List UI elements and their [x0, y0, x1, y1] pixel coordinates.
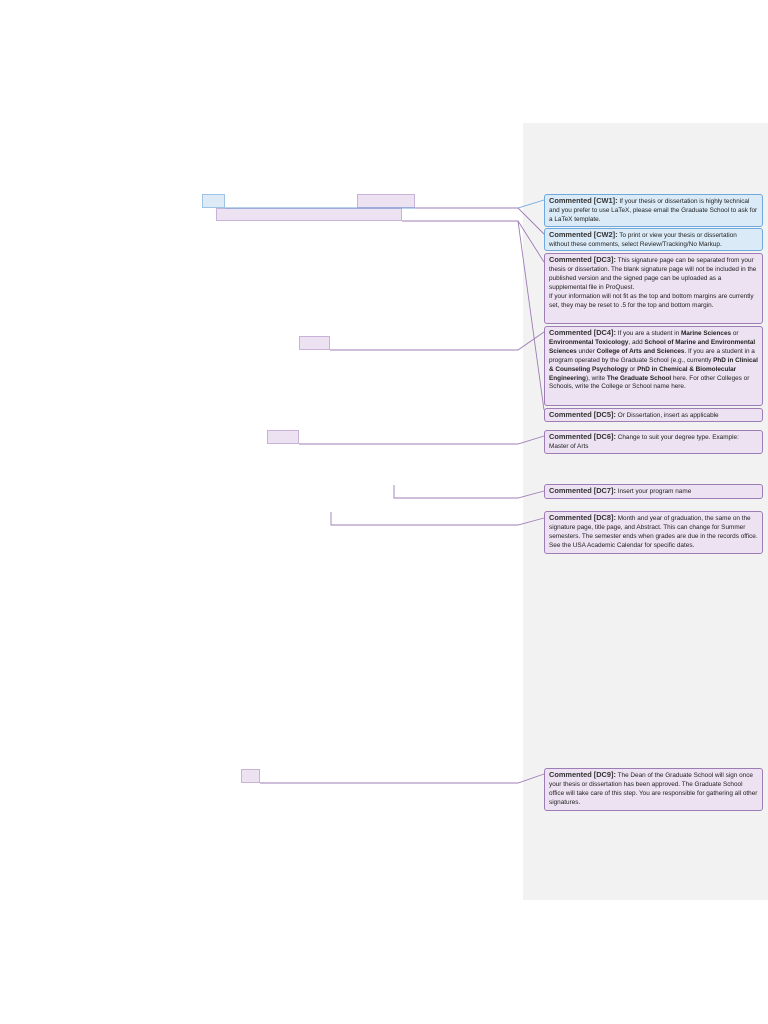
comment-emphasis: The Graduate School	[606, 374, 672, 382]
comment-text: here. For other Colleges or Schools, wri…	[549, 374, 750, 391]
comment-balloon-dc9[interactable]: Commented [DC9]: The Dean of the Graduat…	[544, 768, 763, 811]
comment-emphasis: PhD in Clinical & Counseling Psychology	[549, 356, 758, 373]
comment-emphasis: PhD in Chemical & Biomolecular Engineeri…	[549, 365, 737, 382]
comment-anchor-dc4[interactable]	[299, 336, 330, 350]
comment-balloon-dc7[interactable]: Commented [DC7]: Insert your program nam…	[544, 484, 763, 499]
comment-text: Insert your program name	[617, 488, 692, 495]
comment-emphasis: College of Arts and Sciences	[596, 347, 685, 355]
comment-text: ), write	[585, 374, 606, 382]
connector-dc6	[299, 435, 545, 445]
comment-balloon-dc8[interactable]: Commented [DC8]: Month and year of gradu…	[544, 511, 763, 554]
comment-text: or	[629, 365, 636, 373]
comment-text: The Dean of the Graduate School will sig…	[549, 772, 758, 806]
comment-label: Commented [CW1]:	[549, 196, 618, 205]
comment-label: Commented [CW2]:	[549, 230, 618, 239]
comment-balloon-dc4[interactable]: Commented [DC4]: If you are a student in…	[544, 326, 763, 406]
comment-text: To print or view your thesis or disserta…	[549, 232, 737, 248]
connector-dc5	[402, 220, 545, 411]
comment-anchor-dc9[interactable]	[241, 769, 260, 783]
comment-text: If your thesis or dissertation is highly…	[549, 198, 758, 223]
comment-emphasis: Marine Sciences	[680, 330, 732, 337]
connector-dc9	[260, 773, 545, 784]
comment-balloon-dc5[interactable]: Commented [DC5]: Or Dissertation, insert…	[544, 408, 763, 422]
comment-text: This signature page can be separated fro…	[549, 257, 757, 291]
connector-cw1	[225, 199, 545, 209]
comment-text: If you are a student in	[617, 330, 680, 337]
connector-cw2	[415, 207, 545, 235]
comment-text: Or Dissertation, insert as applicable	[617, 412, 719, 419]
comment-balloon-dc3[interactable]: Commented [DC3]: This signature page can…	[544, 253, 763, 324]
comment-text: under	[578, 347, 595, 355]
comment-label: Commented [DC4]:	[549, 328, 616, 337]
connector-dc7	[393, 485, 545, 499]
comment-emphasis: School of Marine and Environmental Scien…	[549, 338, 756, 355]
connector-dc8	[330, 512, 545, 526]
comment-text: Month and year of graduation, the same o…	[549, 515, 758, 549]
connector-dc4	[330, 331, 545, 351]
comment-anchor-cw2[interactable]	[357, 194, 415, 208]
comment-label: Commented [DC7]:	[549, 486, 616, 495]
comment-text-paragraph-2: If your information will not fit as the …	[549, 292, 754, 309]
comment-balloon-cw2[interactable]: Commented [CW2]: To print or view your t…	[544, 228, 763, 251]
comment-text: , add	[628, 338, 643, 346]
comment-balloon-cw1[interactable]: Commented [CW1]: If your thesis or disse…	[544, 194, 763, 227]
comment-label: Commented [DC5]:	[549, 410, 616, 419]
comment-anchor-dc3[interactable]	[216, 208, 402, 221]
comment-anchor-dc6[interactable]	[267, 430, 299, 444]
comment-text: Change to suit your degree type. Example…	[549, 434, 739, 450]
comment-emphasis: Environmental Toxicology	[549, 338, 629, 346]
comment-label: Commented [DC3]:	[549, 255, 616, 264]
comment-label: Commented [DC8]:	[549, 513, 616, 522]
comment-text: or	[732, 330, 739, 337]
comment-label: Commented [DC6]:	[549, 432, 616, 441]
comment-balloon-dc6[interactable]: Commented [DC6]: Change to suit your deg…	[544, 430, 763, 454]
comment-anchor-cw1[interactable]	[202, 194, 225, 208]
comment-text: . If you are a student in a program oper…	[549, 347, 755, 364]
comment-label: Commented [DC9]:	[549, 770, 616, 779]
